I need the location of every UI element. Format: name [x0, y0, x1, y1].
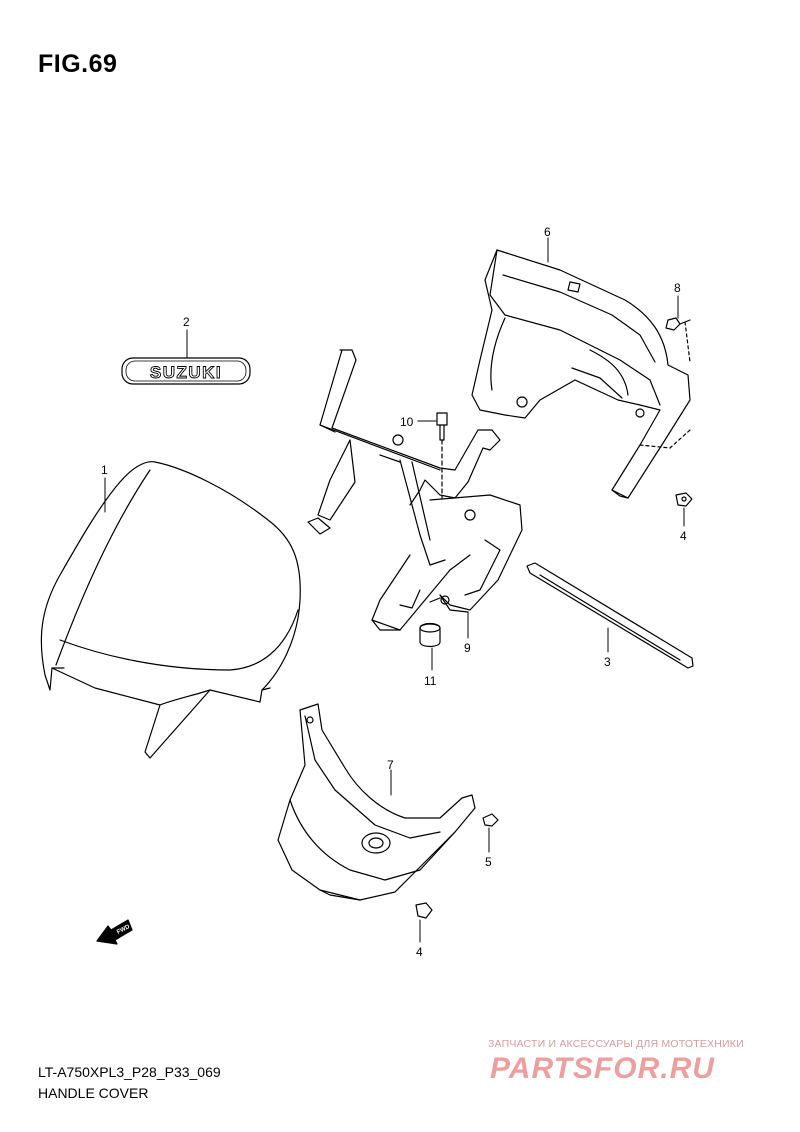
callout-4-upper: 4 — [680, 529, 687, 543]
callout-6: 6 — [544, 225, 551, 239]
callout-8: 8 — [674, 281, 681, 295]
part-clip-lower — [415, 902, 433, 919]
watermark-tagline: ЗАПЧАСТИ И АКСЕССУАРЫ ДЛЯ МОТОТЕХНИКИ — [488, 1038, 744, 1050]
part-clip-upper — [675, 492, 693, 507]
callout-9: 9 — [464, 641, 471, 655]
callout-11: 11 — [424, 674, 437, 688]
part-handle-cover-front — [40, 461, 301, 759]
callout-4-lower: 4 — [416, 945, 423, 959]
callout-10: 10 — [400, 415, 414, 429]
watermark-logo: PARTSFOR.RU — [490, 1052, 715, 1085]
watermark-logo-text: PARTSFOR.RU — [490, 1052, 715, 1085]
part-cushion — [419, 622, 441, 648]
part-cushion-strip — [526, 562, 694, 669]
part-bracket — [307, 349, 523, 631]
leader-lines — [104, 237, 685, 943]
part-suzuki-emblem — [121, 357, 251, 385]
part-handle-cover-rear — [471, 249, 691, 499]
emblem-text: SUZUKI — [150, 363, 222, 382]
callout-5: 5 — [485, 855, 492, 869]
part-clip-5 — [482, 813, 499, 827]
callout-7: 7 — [387, 758, 394, 772]
fwd-arrow-icon — [96, 919, 133, 945]
callout-2: 2 — [183, 315, 190, 329]
part-handle-cover-lower — [277, 703, 476, 901]
section-name: HANDLE COVER — [38, 1085, 149, 1101]
part-bolt — [436, 412, 448, 499]
figure-title: FIG.69 — [38, 50, 118, 78]
callout-3: 3 — [604, 655, 611, 669]
part-screw — [665, 317, 691, 363]
model-code: LT-A750XPL3_P28_P33_069 — [38, 1064, 221, 1080]
callout-1: 1 — [101, 463, 108, 477]
